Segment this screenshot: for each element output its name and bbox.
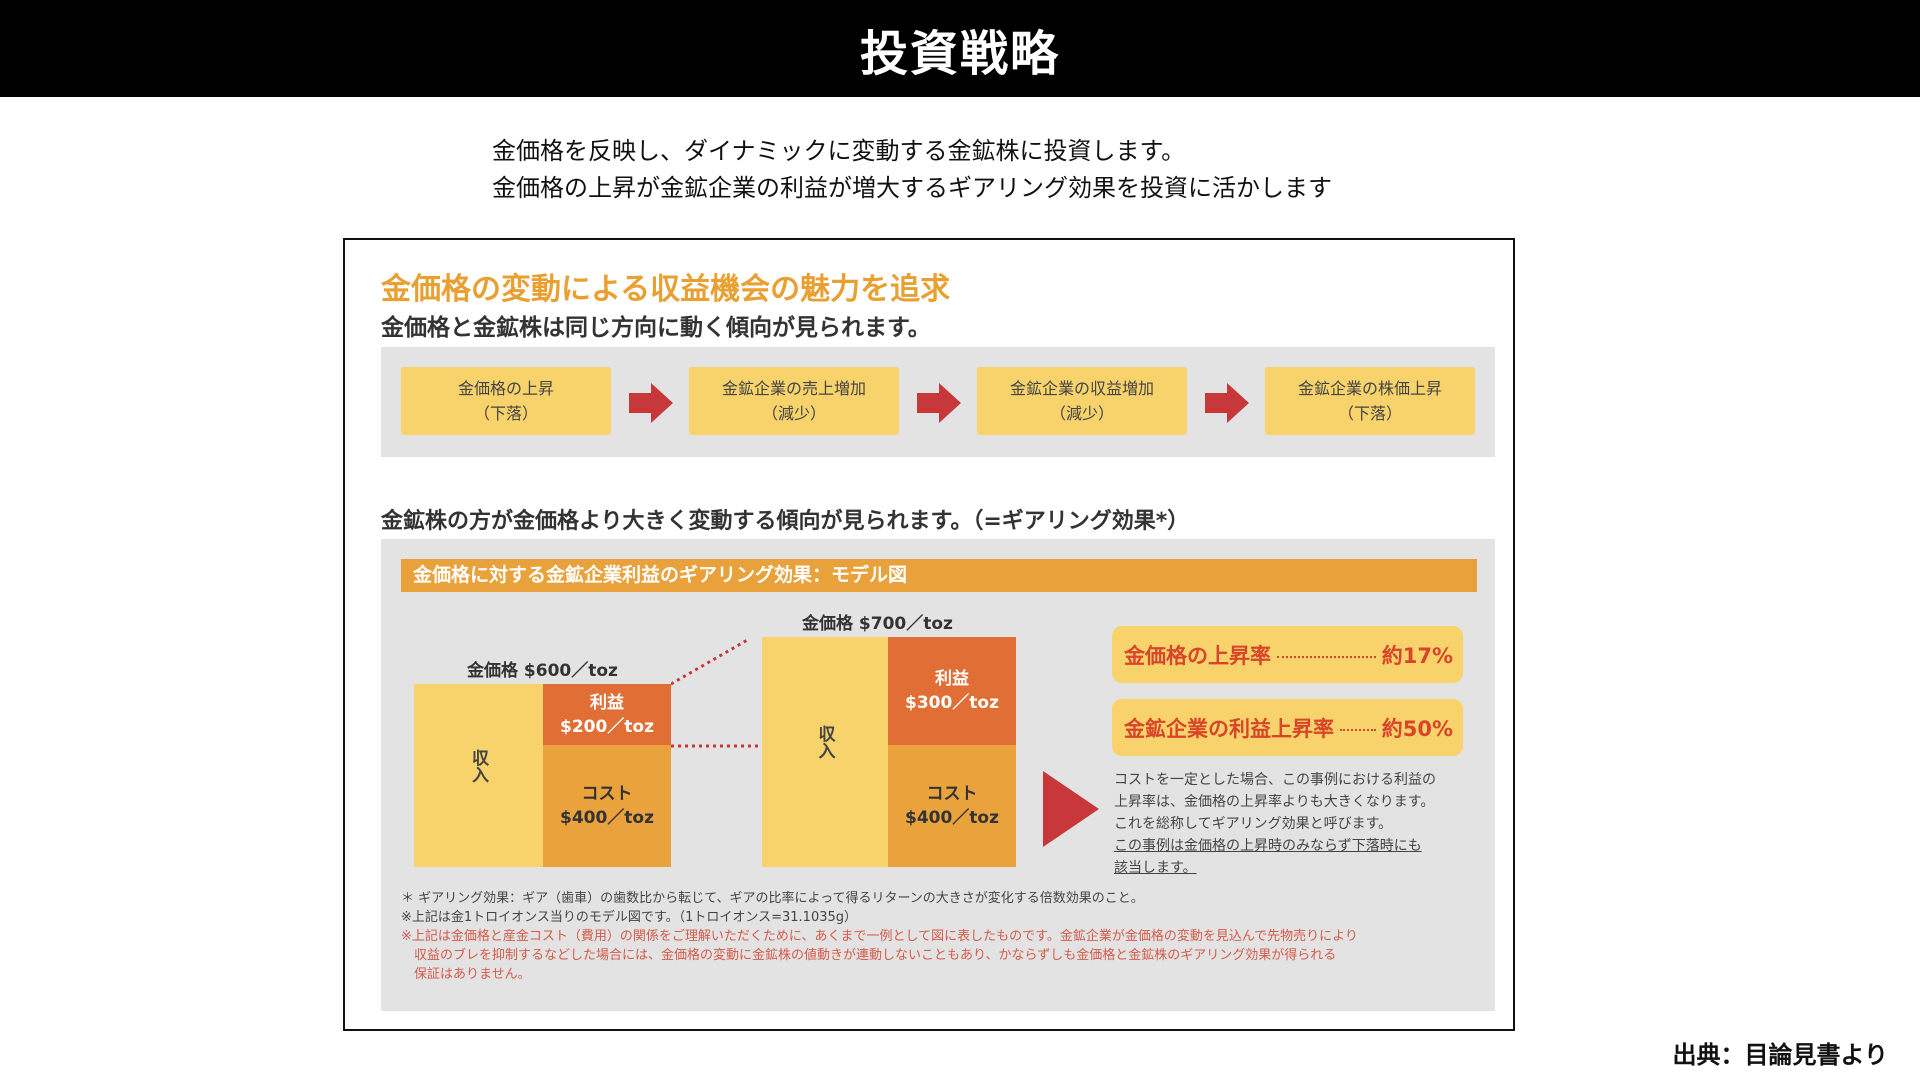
source-citation: 出典：目論見書より — [1672, 1041, 1888, 1069]
page-title-bar: 投資戦略 — [0, 0, 1920, 97]
footnotes: ＊ ギアリング効果：ギア（歯車）の歯数比から転じて、ギアの比率によって得るリター… — [401, 889, 1481, 984]
rate-value: 約17% — [1381, 643, 1453, 668]
flow-step-sub: （減少） — [761, 404, 826, 423]
flow-step-stock-price: 金鉱企業の株価上昇 （下落） — [1265, 367, 1475, 435]
description-line: これを総称してギアリング効果と呼びます。 — [1114, 816, 1393, 832]
cost-block-after: コスト $400／toz — [888, 745, 1016, 867]
flow-step-label: 金価格の上昇 — [457, 379, 554, 398]
description-line: コストを一定とした場合、この事例における利益の — [1114, 772, 1436, 788]
flow-diagram: 金価格の上昇 （下落） 金鉱企業の売上増加 （減少） 金鉱企業の収益増加 （減少… — [381, 347, 1495, 457]
gearing-model-box: 金価格に対する金鉱企業利益のギアリング効果：モデル図 金価格 $600／toz … — [381, 539, 1495, 1011]
footnote: ※上記は金1トロイオンス当りのモデル図です。（1トロイオンス=31.1035g） — [401, 910, 858, 925]
description-line-underlined: 該当します。 — [1114, 860, 1197, 876]
intro-line-1: 金価格を反映し、ダイナミックに変動する金鉱株に投資します。 — [492, 137, 1186, 165]
rate-badge-profit: 金鉱企業の利益上昇率 約50% — [1112, 699, 1463, 756]
flow-step-earnings: 金鉱企業の収益増加 （減少） — [977, 367, 1187, 435]
rate-label: 金価格の上昇率 — [1124, 643, 1271, 668]
intro-line-2: 金価格の上昇が金鉱企業の利益が増大するギアリング効果を投資に活かします — [492, 174, 1332, 202]
page-title: 投資戦略 — [859, 25, 1060, 82]
cost-block-before: コスト $400／toz — [543, 745, 671, 867]
profit-block-before: 利益 $200／toz — [543, 684, 671, 745]
revenue-block-after: 収入 — [762, 637, 888, 867]
footnote-warning: 保証はありません。 — [401, 967, 531, 982]
triangle-right-icon — [1043, 771, 1099, 847]
price-label-before: 金価格 $600／toz — [467, 661, 618, 681]
model-header: 金価格に対する金鉱企業利益のギアリング効果：モデル図 — [401, 559, 1477, 592]
profit-value: $300／toz — [904, 693, 999, 713]
cost-label: コスト — [581, 784, 633, 804]
arrow-right-icon — [1205, 383, 1249, 423]
arrow-right-icon — [629, 383, 673, 423]
profit-block-after: 利益 $300／toz — [888, 637, 1016, 745]
dotted-leader — [1340, 728, 1376, 731]
footnote: ＊ ギアリング効果：ギア（歯車）の歯数比から転じて、ギアの比率によって得るリター… — [401, 891, 1144, 906]
revenue-label: 収入 — [814, 725, 835, 759]
profit-value: $200／toz — [559, 716, 654, 737]
flow-step-gold-price: 金価格の上昇 （下落） — [401, 367, 611, 435]
intro-text: 金価格を反映し、ダイナミックに変動する金鉱株に投資します。 金価格の上昇が金鉱企… — [492, 133, 1332, 207]
flow-step-sub: （下落） — [473, 404, 538, 423]
cost-value: $400／toz — [904, 808, 999, 828]
gearing-section-title: 金鉱株の方が金価格より大きく変動する傾向が見られます。（=ギアリング効果*） — [381, 509, 1190, 534]
footnote-warning: ※上記は金価格と産金コスト（費用）の関係をご理解いただくために、あくまで一例とし… — [401, 929, 1358, 944]
dotted-leader — [1277, 655, 1376, 658]
flow-step-sub: （下落） — [1337, 404, 1402, 423]
flow-step-label: 金鉱企業の株価上昇 — [1297, 379, 1442, 398]
strategy-panel: 金価格の変動による収益機会の魅力を追求 金価格と金鉱株は同じ方向に動く傾向が見ら… — [343, 238, 1515, 1031]
flow-step-sales: 金鉱企業の売上増加 （減少） — [689, 367, 899, 435]
profit-label: 利益 — [590, 692, 624, 713]
profit-label: 利益 — [935, 669, 969, 689]
cost-label: コスト — [926, 784, 978, 804]
rate-value: 約50% — [1381, 716, 1453, 741]
flow-step-label: 金鉱企業の売上増加 — [721, 379, 866, 398]
flow-step-sub: （減少） — [1049, 404, 1114, 423]
dotted-connector — [671, 637, 759, 748]
rate-badge-gold-price: 金価格の上昇率 約17% — [1112, 626, 1463, 683]
panel-subtitle: 金価格と金鉱株は同じ方向に動く傾向が見られます。 — [381, 315, 931, 341]
cost-value: $400／toz — [559, 808, 654, 828]
gearing-description: コストを一定とした場合、この事例における利益の 上昇率は、金価格の上昇率よりも大… — [1114, 769, 1484, 879]
flow-step-label: 金鉱企業の収益増加 — [1009, 379, 1154, 398]
description-line-underlined: この事例は金価格の上昇時のみならず下落時にも — [1114, 838, 1422, 854]
price-label-after: 金価格 $700／toz — [802, 614, 953, 634]
revenue-block-before: 収入 — [414, 684, 543, 867]
panel-title: 金価格の変動による収益機会の魅力を追求 — [381, 272, 951, 307]
rate-label: 金鉱企業の利益上昇率 — [1124, 716, 1334, 741]
arrow-right-icon — [917, 383, 961, 423]
footnote-warning: 収益のブレを抑制するなどした場合には、金価格の変動に金鉱株の値動きが連動しないこ… — [401, 948, 1337, 963]
description-line: 上昇率は、金価格の上昇率よりも大きくなります。 — [1114, 794, 1435, 810]
revenue-label: 収入 — [468, 749, 488, 783]
